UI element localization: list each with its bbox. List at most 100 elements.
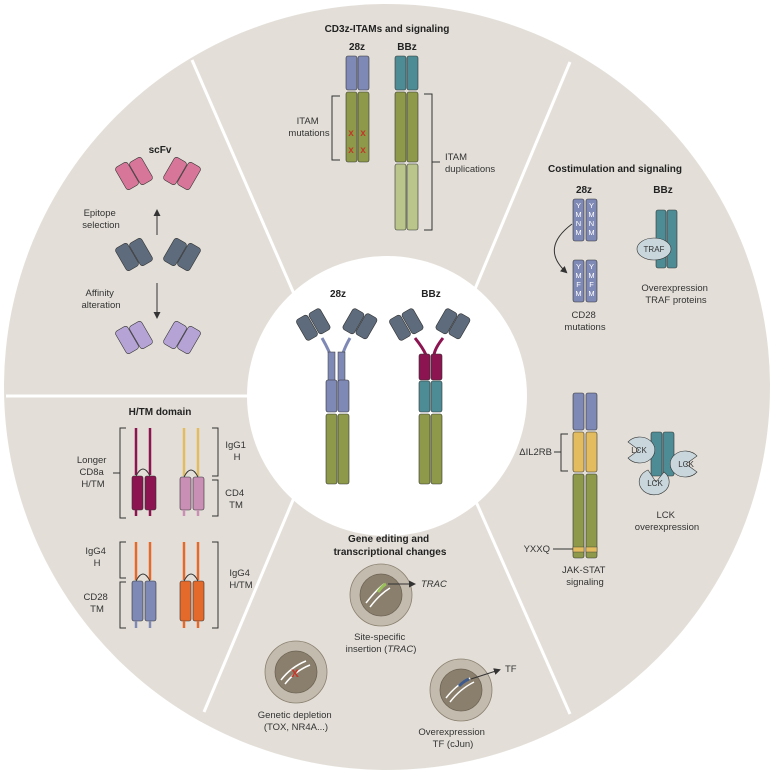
overexpression-tf-line-2: TF (cJun)	[433, 739, 474, 750]
cd3z-bbz-dup-left	[394, 163, 407, 231]
jak-stat-label: JAK-STAT signaling	[562, 565, 608, 588]
motif-bottom-letters: Y M F M Y M F M	[575, 262, 594, 298]
cd3z-28z-costim-left	[345, 55, 358, 91]
depletion-line-2: (TOX, NR4A...)	[264, 722, 328, 733]
epitope-line-2: selection	[82, 220, 120, 231]
motif-letter: N	[576, 219, 581, 228]
bbz-traf-complex: TRAF	[636, 209, 678, 269]
jak-stat-line-1: JAK-STAT	[562, 565, 606, 576]
scfv-pink-epitope	[115, 157, 201, 190]
cd28-tm-bracket	[119, 581, 126, 629]
center-28z-car: 28z	[296, 289, 378, 485]
section-jak-stat: ΔIL2RB YXXQ JAK-STAT signaling LCK LCK L…	[519, 392, 699, 588]
lck-label: LCK	[647, 479, 663, 488]
tf-arrow	[470, 668, 501, 680]
cd3z-28z-zeta-left	[345, 91, 358, 163]
section-gene-editing: Gene editing and transcriptional changes…	[258, 534, 517, 750]
igg4htm-line-2: H/TM	[229, 580, 252, 591]
dna-green-insert	[376, 582, 387, 593]
itam-duplications-line-1: ITAM	[445, 152, 467, 163]
site-specific-line-1: Site-specific	[354, 632, 405, 643]
dna-blue-insert	[457, 677, 470, 688]
longer-line-2: CD8a	[80, 467, 105, 478]
cd28tm-line-1: CD28	[84, 592, 108, 603]
motif-letter: F	[576, 280, 581, 289]
lck-label: LCK	[631, 446, 647, 455]
overexpression-traf-label: Overexpression TRAF proteins	[641, 283, 710, 306]
motif-letter: N	[589, 219, 594, 228]
igg4-h-label: IgG4 H	[85, 546, 108, 569]
affinity-line-2: alteration	[81, 300, 120, 311]
cd3z-bbz-label: BBz	[397, 42, 416, 53]
dna-helix	[280, 660, 311, 685]
cd4-line-1: CD4	[225, 488, 244, 499]
tf-label: TF	[505, 664, 517, 675]
cd3z-section-title: CD3z-ITAMs and signaling	[325, 24, 450, 35]
affinity-alteration-label: Affinity alteration	[81, 288, 120, 311]
gene-title-line-2: transcriptional changes	[334, 547, 447, 558]
itam-mutations-bracket	[331, 95, 340, 161]
igg1-line-1: IgG1	[225, 440, 246, 451]
motif-letter: M	[575, 228, 581, 237]
scfv-gray-parent	[115, 238, 201, 271]
traf-protein	[636, 237, 672, 261]
divider-top-right	[460, 61, 572, 321]
igg4htm-line-1: IgG4	[229, 568, 250, 579]
section-costimulation: Costimulation and signaling 28z BBz Y M …	[548, 164, 710, 333]
htm-igg1-cd4-construct	[179, 428, 205, 516]
cd4-tm-bracket	[212, 479, 219, 517]
htm-igg4-full-construct	[179, 542, 205, 628]
trac-label: TRAC	[421, 579, 447, 590]
center-bbz-cd8-right	[430, 353, 443, 381]
longer-line-3: H/TM	[81, 479, 104, 490]
epitope-line-1: Epitope	[84, 208, 116, 219]
scfv-section-title: scFv	[149, 145, 172, 156]
center-28z-hinge-top	[327, 351, 336, 383]
center-28z-cd3z-left	[325, 413, 338, 485]
depletion-line-1: Genetic depletion	[258, 710, 332, 721]
motif-letter: M	[588, 228, 594, 237]
scfv-lavender-affinity	[115, 321, 201, 354]
igg1-h-label: IgG1 H	[225, 440, 248, 463]
divider-right-lower	[460, 469, 572, 715]
motif-top-letters: Y M N M Y M N M	[575, 201, 594, 237]
igg4-htm-bracket	[212, 541, 219, 629]
igg4-htm-label: IgG4 H/TM	[229, 568, 252, 591]
itam-duplications-label: ITAM duplications	[445, 152, 495, 175]
lck-over-line-1: LCK	[656, 510, 675, 521]
center-28z-label: 28z	[330, 289, 346, 300]
divider-bottom-left	[202, 480, 303, 713]
cd4-line-2: TM	[229, 500, 243, 511]
motif-letter: Y	[589, 201, 594, 210]
motif-letter: M	[588, 271, 594, 280]
center-circle	[247, 256, 527, 536]
htm-section-title: H/TM domain	[129, 407, 192, 418]
itam-mutation-mark: x	[348, 145, 354, 156]
cd3z-bbz-zeta-right	[406, 91, 419, 163]
motif-letter: M	[575, 271, 581, 280]
cell-trac-insertion: TRAC	[349, 563, 447, 627]
igg1-line-2: H	[234, 452, 241, 463]
longer-line-1: Longer	[77, 455, 107, 466]
cd28-mutations-label: CD28 mutations	[564, 310, 605, 333]
overexpression-tf-label: Overexpression TF (cJun)	[418, 727, 487, 750]
motif-letter: Y	[576, 201, 581, 210]
jak-costim-left	[572, 392, 585, 431]
jak-zeta-left	[572, 473, 585, 559]
cell-genetic-depletion: x	[264, 640, 328, 704]
cd3z-28z-costim-right	[357, 55, 370, 91]
lck-pac-2	[669, 450, 698, 478]
section-scfv: scFv Epitope selection Affinity alterati…	[81, 145, 201, 354]
itam-mutations-label: ITAM mutations	[288, 116, 329, 139]
cd3z-bbz-costim-right	[406, 55, 419, 91]
overexpression-traf-line-2: TRAF proteins	[645, 295, 706, 306]
site-specific-line-2: insertion (TRAC)	[346, 644, 417, 655]
il2rb-right	[585, 431, 598, 473]
yxxq-label: YXXQ	[524, 544, 550, 555]
cd3z-28z-label: 28z	[349, 42, 365, 53]
cd4-tm-label: CD4 TM	[225, 488, 247, 511]
itam-duplications-line-2: duplications	[445, 164, 495, 175]
gene-section-title: Gene editing and transcriptional changes	[334, 534, 447, 558]
center-bbz-41bb-left	[418, 380, 431, 413]
